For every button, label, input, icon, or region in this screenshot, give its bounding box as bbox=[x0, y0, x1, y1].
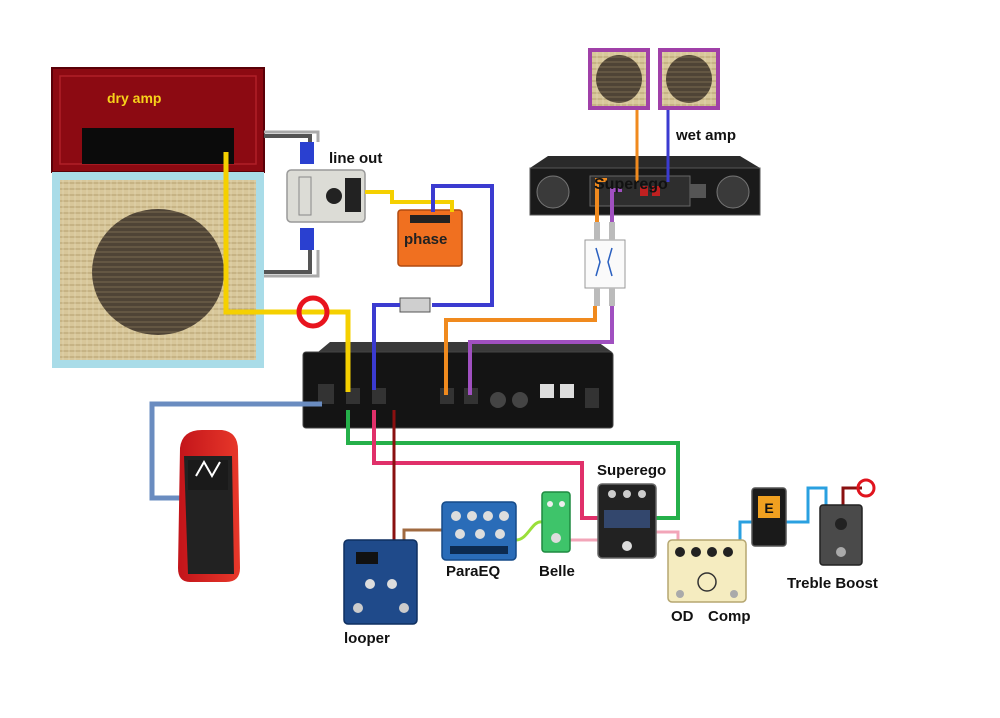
line-out-jack-bottom bbox=[300, 228, 314, 250]
svg-text:E: E bbox=[764, 500, 773, 516]
comp-label: Comp bbox=[708, 608, 751, 625]
superego-label: Superego bbox=[597, 462, 667, 479]
cable-lightpink-2 bbox=[656, 530, 680, 542]
belle-label: Belle bbox=[539, 563, 575, 580]
od-label: OD bbox=[671, 608, 694, 625]
dry-amp-head bbox=[51, 67, 265, 173]
speaker-cab-icon bbox=[588, 48, 650, 110]
cable-darkred-end bbox=[841, 486, 862, 505]
xlr-adapter-icon bbox=[584, 222, 626, 306]
speaker-cab-icon-2 bbox=[658, 48, 720, 110]
treble-boost-pedal-icon bbox=[819, 504, 863, 566]
marker-ring bbox=[296, 295, 330, 329]
phase-pedal-icon bbox=[397, 209, 463, 267]
treble-boost-label: Treble Boost bbox=[787, 575, 878, 592]
marker-ring-end bbox=[856, 478, 876, 498]
cable-pink bbox=[372, 410, 598, 520]
phase-label: phase bbox=[404, 231, 448, 248]
cable-yellow-dry bbox=[223, 152, 351, 392]
looper-pedal-icon bbox=[343, 539, 418, 625]
wet-amp-label: wet amp bbox=[676, 127, 737, 144]
cable-orange bbox=[444, 306, 597, 395]
cable-orange-upper bbox=[595, 178, 607, 222]
cable-steel-wah bbox=[149, 401, 322, 501]
looper-label: looper bbox=[344, 630, 390, 647]
power-amp-icon bbox=[529, 156, 761, 216]
inline-connector-icon bbox=[399, 297, 431, 313]
cable-green bbox=[346, 410, 680, 520]
cable-purple bbox=[468, 306, 614, 395]
multi-effects-unit-icon bbox=[302, 342, 614, 429]
cable-yellow-phase bbox=[365, 190, 454, 212]
tuner-pedal-icon: E bbox=[751, 487, 787, 547]
amp-overlay-label: Superego bbox=[594, 176, 668, 193]
cable-lime bbox=[515, 520, 543, 542]
dry-amp-label: dry amp bbox=[107, 90, 162, 106]
line-out-box-icon bbox=[286, 169, 366, 223]
paraeq-pedal-icon bbox=[441, 501, 517, 561]
line-out-label: line out bbox=[329, 150, 383, 167]
dry-amp-cabinet bbox=[52, 172, 264, 368]
cable-blue-return bbox=[372, 303, 400, 390]
line-out-jack-top bbox=[300, 142, 314, 164]
paraeq-label: ParaEQ bbox=[446, 563, 501, 580]
od-comp-pedal-icon bbox=[667, 539, 747, 603]
cable-purple-upper bbox=[610, 188, 622, 222]
superego-pedal-icon bbox=[597, 483, 657, 559]
speaker-cable-2 bbox=[264, 130, 320, 278]
belle-pedal-icon bbox=[541, 491, 571, 553]
cable-blue-loop bbox=[431, 184, 494, 307]
speaker-cable bbox=[264, 134, 312, 274]
wah-pedal-icon bbox=[178, 430, 240, 582]
